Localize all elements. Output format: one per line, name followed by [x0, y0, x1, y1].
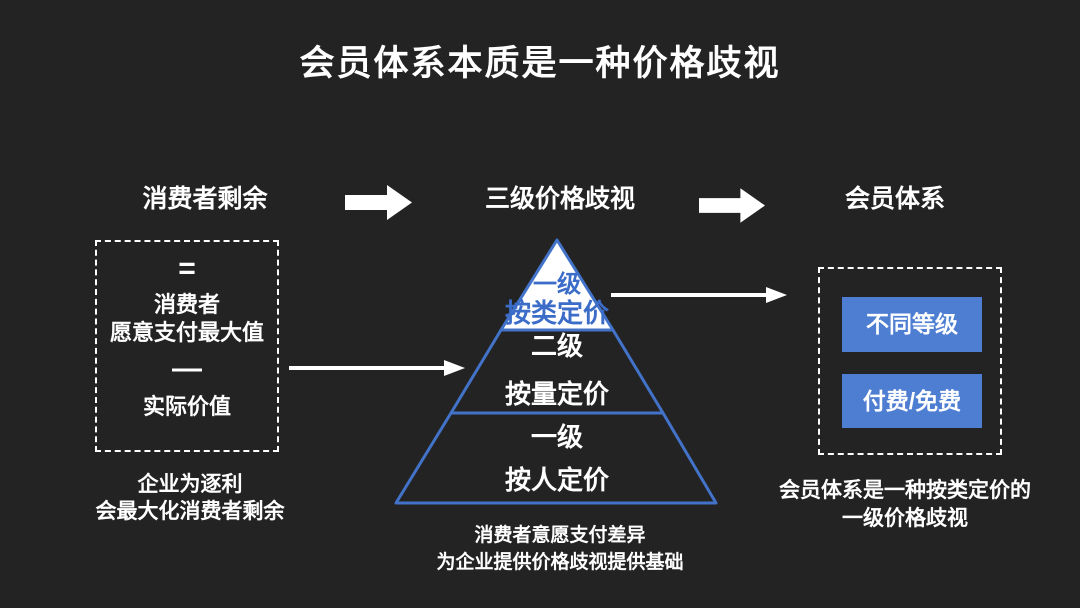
- pyramid-caption: 消费者意愿支付差异 为企业提供价格歧视提供基础: [410, 522, 710, 576]
- pyramid-tier1-level: 一级: [533, 271, 581, 298]
- consumer-surplus-formula-box: = 消费者 愿意支付最大值 — 实际价值: [95, 240, 279, 452]
- page-title: 会员体系本质是一种价格歧视: [299, 44, 781, 83]
- pyramid-tier3-label: 按人定价: [504, 465, 609, 495]
- caption-line: 为企业提供价格歧视提供基础: [436, 552, 684, 573]
- membership-tier-chip: 不同等级: [842, 297, 982, 352]
- block-arrow-right-icon: [345, 185, 412, 220]
- consumer-surplus-caption: 企业为逐利 会最大化消费者剩余: [60, 471, 320, 525]
- caption-line: 企业为逐利: [137, 473, 243, 496]
- equals-sign: =: [178, 252, 196, 285]
- header-consumer-surplus: 消费者剩余: [142, 185, 268, 213]
- block-arrow-right-icon: [699, 188, 766, 223]
- connector-arrow-icon: [611, 287, 787, 303]
- header-membership: 会员体系: [844, 185, 945, 213]
- pyramid-tier2-level: 二级: [530, 331, 583, 361]
- membership-box: 不同等级 付费/免费: [818, 267, 1002, 455]
- caption-line: 会最大化消费者剩余: [95, 500, 285, 523]
- formula-line-max-willingness: 愿意支付最大值: [109, 320, 264, 345]
- caption-line: 会员体系是一种按类定价的: [779, 479, 1031, 502]
- membership-caption: 会员体系是一种按类定价的 一级价格歧视: [760, 477, 1050, 533]
- pyramid-top-segment: [499, 238, 615, 332]
- connector-arrow-icon: [289, 360, 465, 376]
- pyramid-tier2-label: 按量定价: [504, 379, 609, 409]
- pyramid-tier3-level: 一级: [530, 422, 583, 452]
- formula-line-consumer: 消费者: [153, 292, 220, 317]
- caption-line: 一级价格歧视: [842, 507, 968, 530]
- minus-sign: —: [172, 352, 202, 385]
- header-price-discrimination: 三级价格歧视: [484, 185, 635, 213]
- formula-line-actual-value: 实际价值: [142, 394, 231, 419]
- caption-line: 消费者意愿支付差异: [474, 525, 646, 546]
- pyramid-tier1-label: 按类定价: [504, 298, 609, 328]
- membership-paid-free-chip: 付费/免费: [842, 374, 982, 428]
- price-discrimination-pyramid: [394, 238, 718, 505]
